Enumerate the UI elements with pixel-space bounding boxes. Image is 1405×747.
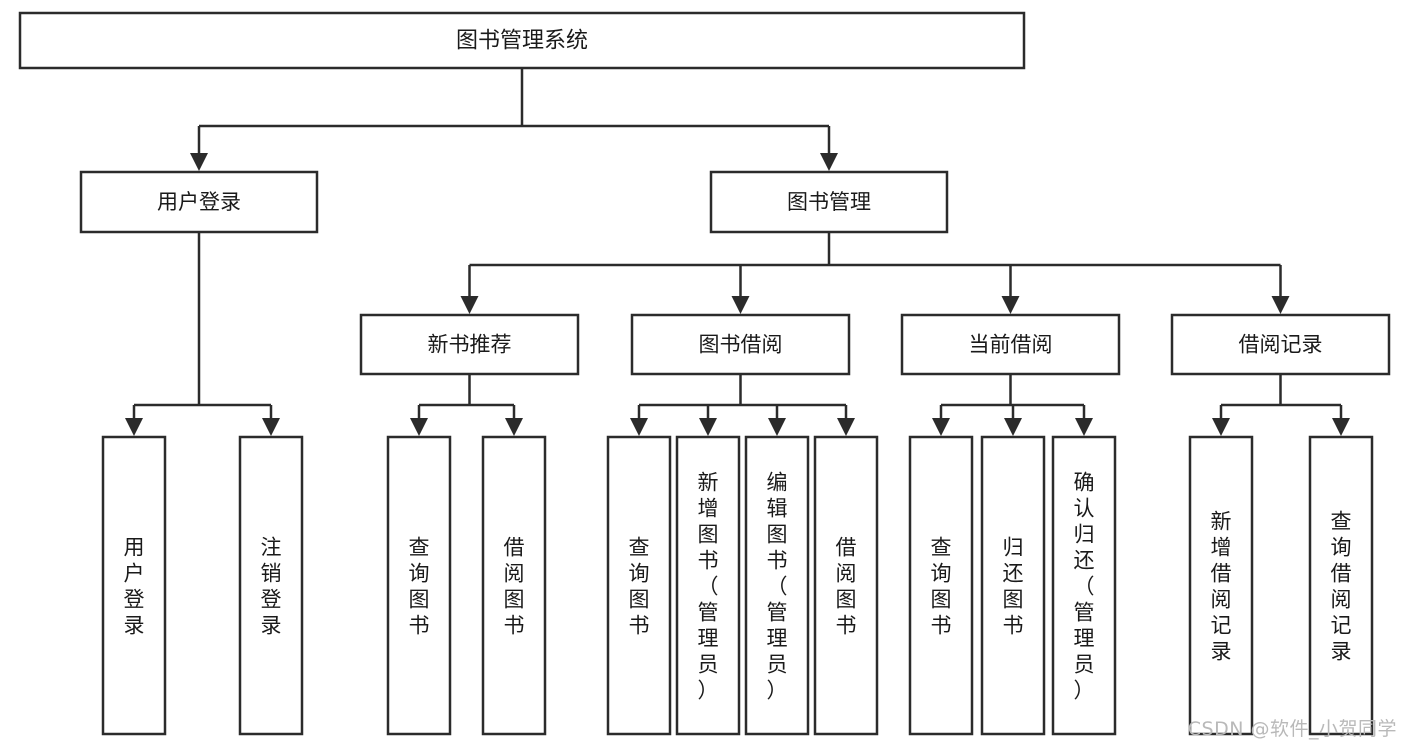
arrow-head-user-login-1 bbox=[262, 418, 280, 436]
arrow-head-book-borrow-0 bbox=[630, 418, 648, 436]
node-label-leaf-edit-book: 编辑图书（管理员） bbox=[767, 470, 788, 702]
node-root[interactable]: 图书管理系统 bbox=[18, 11, 1026, 70]
node-new-book-rec[interactable]: 新书推荐 bbox=[359, 313, 580, 376]
edge-group-user-login bbox=[125, 232, 280, 436]
node-label-leaf-query-book-cur: 查询图书 bbox=[931, 535, 952, 637]
arrow-head-book-borrow-2 bbox=[768, 418, 786, 436]
node-leaf-add-record[interactable]: 新增借阅记录 bbox=[1188, 435, 1254, 736]
node-book-borrow[interactable]: 图书借阅 bbox=[630, 313, 851, 376]
arrow-head-new-book-rec-1 bbox=[505, 418, 523, 436]
node-box-leaf-confirm-return bbox=[1051, 435, 1117, 736]
node-box-leaf-user-login bbox=[101, 435, 167, 736]
node-leaf-edit-book[interactable]: 编辑图书（管理员） bbox=[744, 435, 810, 736]
node-leaf-add-book[interactable]: 新增图书（管理员） bbox=[675, 435, 741, 736]
arrow-head-current-borrow-0 bbox=[932, 418, 950, 436]
node-user-login[interactable]: 用户登录 bbox=[79, 170, 319, 234]
arrow-head-root-1 bbox=[820, 153, 838, 171]
arrow-head-borrow-record-0 bbox=[1212, 418, 1230, 436]
node-box-leaf-add-record bbox=[1188, 435, 1254, 736]
node-box-borrow-record bbox=[1170, 313, 1391, 376]
node-box-leaf-add-book bbox=[675, 435, 741, 736]
node-leaf-query-book-rec[interactable]: 查询图书 bbox=[386, 435, 452, 736]
node-box-leaf-query-book-borrow bbox=[606, 435, 672, 736]
arrow-head-root-0 bbox=[190, 153, 208, 171]
arrow-head-book-manage-3 bbox=[1271, 296, 1290, 314]
node-label-leaf-query-book-rec: 查询图书 bbox=[409, 535, 430, 637]
node-leaf-borrow-book-rec[interactable]: 借阅图书 bbox=[481, 435, 547, 736]
node-label-leaf-add-book: 新增图书（管理员） bbox=[698, 470, 719, 702]
node-label-book-manage: 图书管理 bbox=[787, 190, 871, 214]
node-label-current-borrow: 当前借阅 bbox=[969, 333, 1053, 357]
arrow-head-current-borrow-2 bbox=[1075, 418, 1093, 436]
node-box-leaf-edit-book bbox=[744, 435, 810, 736]
arrow-head-book-manage-1 bbox=[731, 296, 750, 314]
node-box-leaf-user-logout bbox=[238, 435, 304, 736]
node-box-book-manage bbox=[709, 170, 949, 234]
arrow-head-new-book-rec-0 bbox=[410, 418, 428, 436]
node-label-leaf-user-login: 用户登录 bbox=[124, 535, 145, 637]
node-box-new-book-rec bbox=[359, 313, 580, 376]
node-label-leaf-query-record: 查询借阅记录 bbox=[1331, 509, 1352, 663]
node-box-leaf-return-book bbox=[980, 435, 1046, 736]
node-label-leaf-confirm-return: 确认归还（管理员） bbox=[1074, 470, 1095, 702]
node-label-new-book-rec: 新书推荐 bbox=[428, 333, 512, 357]
node-leaf-user-logout[interactable]: 注销登录 bbox=[238, 435, 304, 736]
node-leaf-borrow-book[interactable]: 借阅图书 bbox=[813, 435, 879, 736]
node-leaf-query-record[interactable]: 查询借阅记录 bbox=[1308, 435, 1374, 736]
node-label-leaf-user-logout: 注销登录 bbox=[261, 535, 282, 637]
node-label-leaf-borrow-book: 借阅图书 bbox=[836, 535, 857, 637]
node-leaf-query-book-cur[interactable]: 查询图书 bbox=[908, 435, 974, 736]
edge-group-book-manage bbox=[460, 232, 1290, 314]
node-book-manage[interactable]: 图书管理 bbox=[709, 170, 949, 234]
arrow-head-book-manage-0 bbox=[460, 296, 479, 314]
node-leaf-query-book-borrow[interactable]: 查询图书 bbox=[606, 435, 672, 736]
node-box-root bbox=[18, 11, 1026, 70]
arrow-head-user-login-0 bbox=[125, 418, 143, 436]
edge-group-book-borrow bbox=[630, 374, 855, 436]
node-box-leaf-query-book-rec bbox=[386, 435, 452, 736]
arrow-head-book-borrow-1 bbox=[699, 418, 717, 436]
edge-group-current-borrow bbox=[932, 374, 1093, 436]
node-label-borrow-record: 借阅记录 bbox=[1239, 333, 1323, 357]
edge-group-borrow-record bbox=[1212, 374, 1350, 436]
edge-group-new-book-rec bbox=[410, 374, 523, 436]
node-box-leaf-query-record bbox=[1308, 435, 1374, 736]
arrow-head-book-borrow-3 bbox=[837, 418, 855, 436]
node-leaf-user-login[interactable]: 用户登录 bbox=[101, 435, 167, 736]
node-box-user-login bbox=[79, 170, 319, 234]
node-label-root: 图书管理系统 bbox=[456, 29, 588, 54]
arrow-head-current-borrow-1 bbox=[1004, 418, 1022, 436]
node-box-book-borrow bbox=[630, 313, 851, 376]
node-borrow-record[interactable]: 借阅记录 bbox=[1170, 313, 1391, 376]
node-label-leaf-borrow-book-rec: 借阅图书 bbox=[504, 535, 525, 637]
node-leaf-confirm-return[interactable]: 确认归还（管理员） bbox=[1051, 435, 1117, 736]
edges-layer bbox=[125, 68, 1350, 436]
node-box-leaf-query-book-cur bbox=[908, 435, 974, 736]
node-label-leaf-add-record: 新增借阅记录 bbox=[1211, 509, 1232, 663]
node-current-borrow[interactable]: 当前借阅 bbox=[900, 313, 1121, 376]
node-box-leaf-borrow-book bbox=[813, 435, 879, 736]
node-box-leaf-borrow-book-rec bbox=[481, 435, 547, 736]
arrow-head-borrow-record-1 bbox=[1332, 418, 1350, 436]
node-label-user-login: 用户登录 bbox=[157, 190, 241, 214]
nodes-layer: 图书管理系统用户登录图书管理新书推荐图书借阅当前借阅借阅记录用户登录注销登录查询… bbox=[18, 11, 1391, 736]
node-label-leaf-query-book-borrow: 查询图书 bbox=[629, 535, 650, 637]
node-leaf-return-book[interactable]: 归还图书 bbox=[980, 435, 1046, 736]
node-label-book-borrow: 图书借阅 bbox=[699, 333, 783, 357]
node-label-leaf-return-book: 归还图书 bbox=[1003, 535, 1024, 637]
edge-group-root bbox=[190, 68, 838, 171]
arrow-head-book-manage-2 bbox=[1001, 296, 1020, 314]
node-box-current-borrow bbox=[900, 313, 1121, 376]
